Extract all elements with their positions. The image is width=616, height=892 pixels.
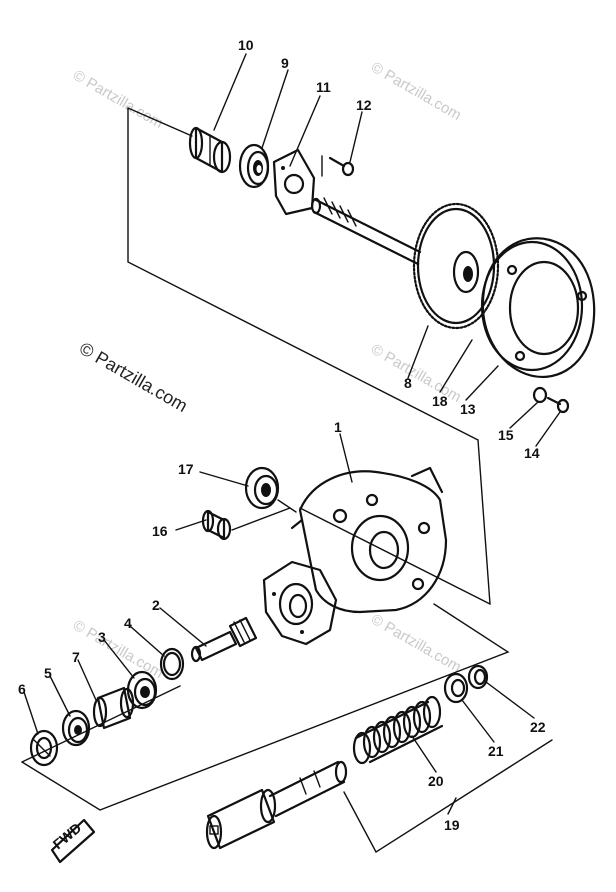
callout-4: 4 (124, 615, 132, 631)
callout-15: 15 (498, 427, 514, 443)
part-21-washer (443, 672, 469, 704)
callout-13: 13 (460, 401, 476, 417)
part-19-shaft (205, 760, 348, 850)
part-10-sleeve (188, 126, 232, 174)
front-direction-marker: FWD (50, 818, 96, 864)
output-shaft (310, 197, 422, 266)
callout-16: 16 (152, 523, 168, 539)
top-frame-line (299, 507, 491, 605)
part-13-cover (481, 237, 596, 379)
part-8-gear (412, 202, 500, 330)
part-7-sleeve (92, 686, 135, 730)
callout-10: 10 (238, 37, 254, 53)
part-15-washer (532, 386, 548, 404)
part-14-bolt (546, 396, 570, 414)
callout-2: 2 (152, 597, 160, 613)
part-20-spring (352, 695, 444, 765)
part-5-bearing (61, 709, 91, 747)
top-frame-line (127, 107, 193, 137)
part-6-seal (29, 729, 59, 767)
callout-1: 1 (334, 419, 342, 435)
part-17-bearing (244, 466, 297, 513)
callout-3: 3 (98, 629, 106, 645)
callout-14: 14 (524, 445, 540, 461)
lower-frame-line (21, 603, 510, 811)
callout-8: 8 (404, 375, 412, 391)
part-12-bolt (321, 155, 355, 177)
part-2-pinion (190, 616, 258, 663)
watermark: © Partzilla.com (368, 341, 464, 406)
watermark: © Partzilla.com (368, 611, 464, 676)
part-9-bearing (238, 143, 270, 189)
callout-20: 20 (428, 773, 444, 789)
callout-17: 17 (178, 461, 194, 477)
watermark-main: © Partzilla.com (76, 338, 191, 416)
part-11-plate (272, 148, 316, 216)
callout-21: 21 (488, 743, 504, 759)
callout-6: 6 (18, 681, 26, 697)
top-frame-line (127, 107, 479, 441)
watermarks: © Partzilla.com © Partzilla.com © Partzi… (70, 59, 464, 682)
callout-12: 12 (356, 97, 372, 113)
callout-19: 19 (444, 817, 460, 833)
watermark: © Partzilla.com (70, 67, 166, 132)
callout-11: 11 (316, 79, 331, 95)
leader-lines (23, 53, 561, 853)
callout-5: 5 (44, 665, 52, 681)
watermark: © Partzilla.com (70, 617, 166, 682)
callout-9: 9 (281, 55, 289, 71)
callout-labels: 10 9 11 12 8 18 13 15 14 1 17 16 2 4 3 7… (18, 37, 546, 833)
callout-18: 18 (432, 393, 448, 409)
watermark: © Partzilla.com (368, 59, 464, 124)
part-16-sleeve (201, 507, 291, 541)
part-22-washer (467, 664, 489, 690)
callout-22: 22 (530, 719, 546, 735)
top-frame-line (477, 439, 491, 605)
part-1-housing (262, 466, 448, 646)
part-4-ring (159, 647, 185, 681)
callout-7: 7 (72, 649, 80, 665)
